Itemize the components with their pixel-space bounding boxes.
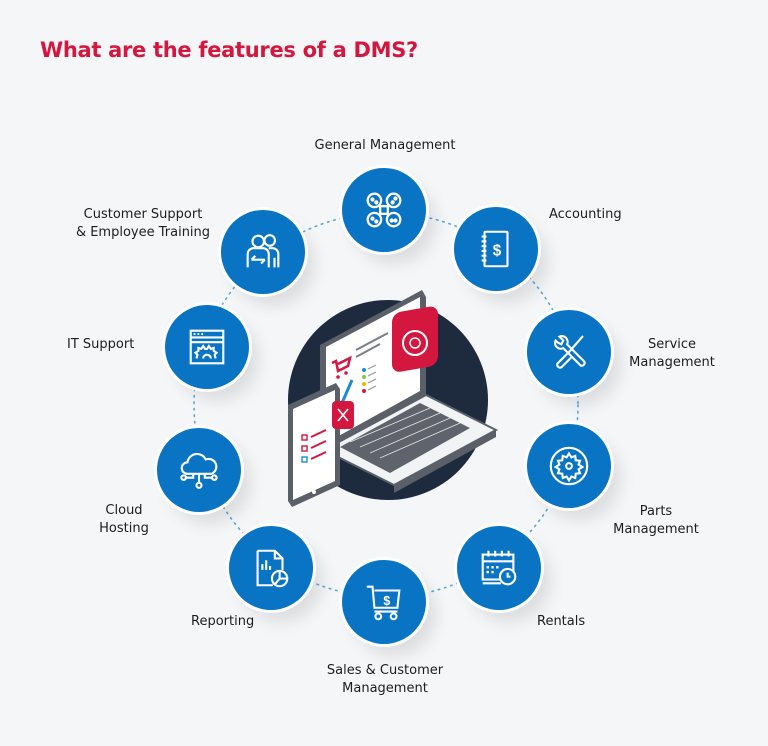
laptop-tablet-dms-illustration xyxy=(288,290,499,507)
node-reporting[interactable] xyxy=(229,526,313,610)
label-cloud-hosting: Cloud Hosting xyxy=(99,503,149,536)
svg-text:$: $ xyxy=(493,243,502,260)
label-customer-support-training: Customer Support & Employee Training xyxy=(75,207,211,240)
browser-gear-icon xyxy=(189,329,225,365)
command-key-icon xyxy=(366,192,402,228)
node-service-management[interactable] xyxy=(527,310,611,394)
node-rentals[interactable] xyxy=(457,526,541,610)
node-it-support[interactable] xyxy=(165,305,249,389)
label-sales-customer-management: Sales & Customer Management xyxy=(326,663,444,696)
label-accounting: Accounting xyxy=(549,207,622,222)
two-people-icon xyxy=(246,234,280,268)
label-parts-management: Parts Management xyxy=(613,504,699,537)
node-general-management[interactable] xyxy=(342,168,426,252)
shopping-cart-dollar-icon: $ xyxy=(366,585,401,621)
ledger-dollar-icon: $ xyxy=(481,230,509,268)
calendar-clock-icon xyxy=(481,550,517,586)
node-cloud-hosting[interactable] xyxy=(157,428,241,512)
node-parts-management[interactable] xyxy=(527,424,611,508)
page-title: What are the features of a DMS? xyxy=(40,38,418,62)
label-rentals: Rentals xyxy=(537,614,586,629)
node-accounting[interactable]: $ xyxy=(454,207,538,291)
label-it-support: IT Support xyxy=(67,337,135,352)
label-general-management: General Management xyxy=(314,138,456,153)
wrench-screwdriver-icon xyxy=(554,335,586,369)
svg-text:$: $ xyxy=(383,594,390,608)
node-customer-support-training[interactable] xyxy=(221,210,305,294)
report-chart-icon xyxy=(256,549,289,588)
label-reporting: Reporting xyxy=(191,614,255,629)
label-service-management: Service Management xyxy=(629,337,715,370)
cloud-network-icon xyxy=(180,452,218,489)
node-sales-customer-management[interactable]: $ xyxy=(342,560,426,644)
gear-icon xyxy=(549,446,589,486)
